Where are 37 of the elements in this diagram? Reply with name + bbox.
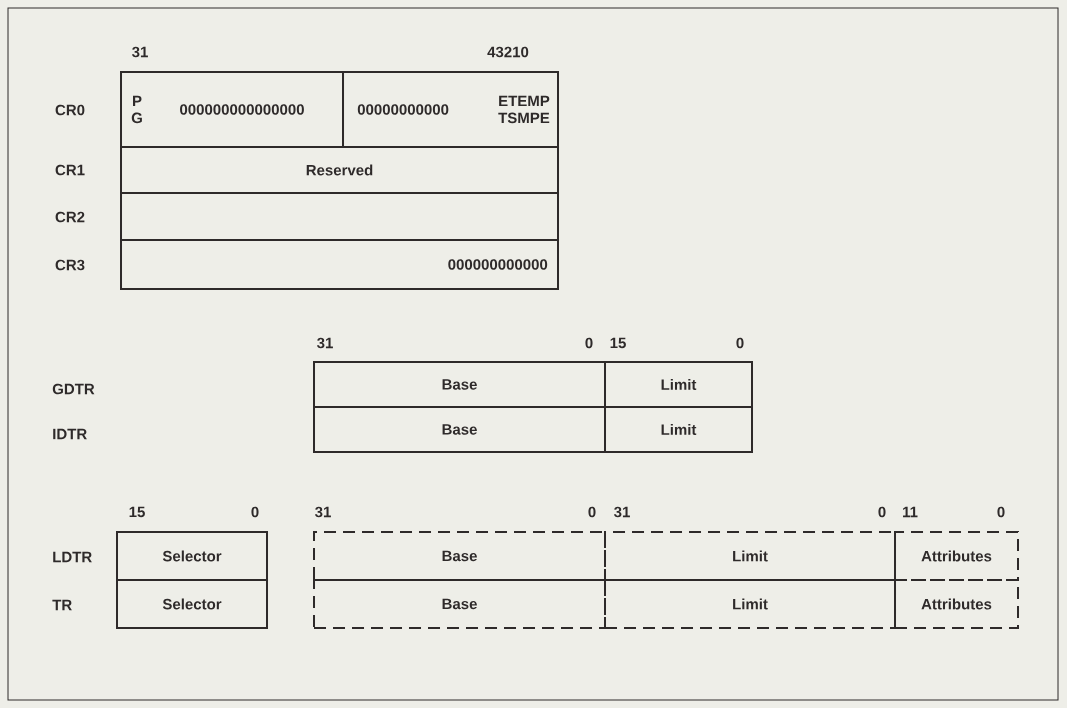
- bit-number: 0: [997, 506, 1005, 518]
- bit-number: 43210: [487, 46, 529, 58]
- register-field: Limit: [604, 579, 896, 629]
- bit-number: 15: [129, 506, 145, 518]
- register-field: P G 000000000000000: [120, 71, 344, 148]
- register-field: Base: [313, 406, 606, 453]
- register-field: Selector: [116, 531, 268, 581]
- bit-number: 15: [610, 337, 626, 349]
- bit-number: 11: [903, 506, 918, 518]
- register-field: Attributes: [894, 531, 1019, 581]
- bit-number: 31: [315, 506, 331, 518]
- register-name: CR3: [55, 259, 85, 271]
- register-field: 000000000000: [120, 239, 559, 290]
- bit-number: 31: [132, 46, 148, 58]
- register-name: CR1: [55, 164, 85, 176]
- bit-number: 0: [585, 337, 593, 349]
- register-name: TR: [52, 599, 72, 611]
- register-name: IDTR: [53, 428, 87, 440]
- register-name: LDTR: [53, 551, 92, 563]
- register-field: Attributes: [894, 579, 1019, 629]
- bit-number: 0: [878, 506, 886, 518]
- register-field: Base: [313, 531, 606, 581]
- register-field: Reserved: [120, 146, 559, 194]
- register-field: Limit: [604, 406, 753, 453]
- register-field: Base: [313, 579, 606, 629]
- register-name: GDTR: [52, 383, 95, 395]
- bit-number: 0: [251, 506, 259, 518]
- register-field: Limit: [604, 531, 896, 581]
- empty-register-field: [120, 192, 559, 241]
- bit-number: 0: [588, 506, 596, 518]
- register-name: CR0: [55, 104, 85, 116]
- register-field: 00000000000 ETEMP TSMPE: [342, 71, 559, 148]
- register-field: Selector: [116, 579, 268, 629]
- register-field: Base: [313, 361, 606, 408]
- register-field: Limit: [604, 361, 753, 408]
- bit-number: 31: [614, 506, 630, 518]
- register-name: CR2: [55, 211, 85, 223]
